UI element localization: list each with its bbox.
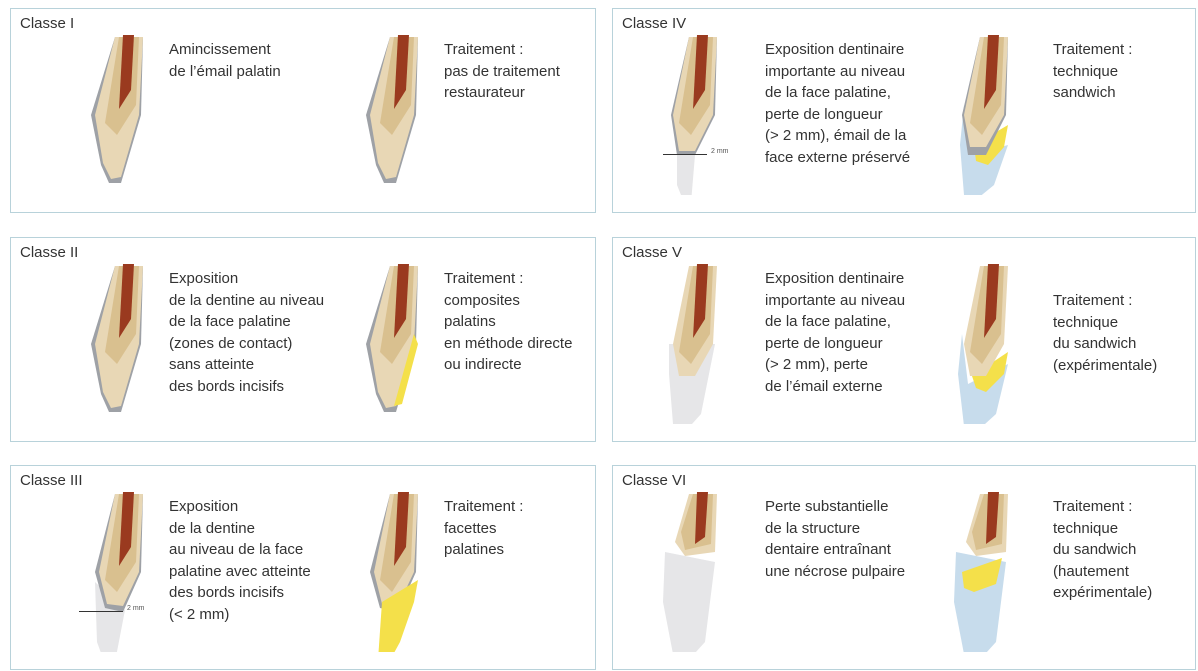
- tooth-diagram-sandwich-experimental: [946, 264, 1046, 424]
- description-line: Exposition dentinaire: [765, 268, 905, 290]
- description-line: de la face palatine,: [765, 311, 905, 333]
- description-line: de la face palatine: [169, 311, 324, 333]
- description-line: Exposition: [169, 268, 324, 290]
- panel-title: Classe II: [20, 244, 78, 261]
- panel-title: Classe IV: [622, 15, 686, 32]
- tooth-diagram-substantial-loss: [655, 492, 755, 652]
- scale-label: 2 mm: [711, 148, 729, 155]
- panel-classe-1: Classe I Amincissement de l’émail palati…: [10, 8, 596, 213]
- treatment-line: Traitement :: [1053, 290, 1157, 312]
- panel-title: Classe V: [622, 244, 682, 261]
- treatment-line: sandwich: [1053, 82, 1132, 104]
- panel-title: Classe III: [20, 472, 83, 489]
- treatment-line: Traitement :: [444, 39, 560, 61]
- description-line: importante au niveau: [765, 290, 905, 312]
- treatment-line: expérimentale): [1053, 582, 1152, 604]
- treatment-line: en méthode directe: [444, 333, 572, 355]
- tooth-diagram-dentin-exposure: [81, 264, 181, 424]
- treatment-line: technique: [1053, 518, 1152, 540]
- treatment-text: Traitement : technique du sandwich (expé…: [1053, 290, 1157, 376]
- lost-structure-shape: [663, 552, 715, 652]
- scale-bar: 2 mm: [79, 605, 179, 619]
- treatment-line: (hautement: [1053, 561, 1152, 583]
- treatment-text: Traitement : pas de traitement restaurat…: [444, 39, 560, 104]
- tooth-diagram-sandwich-highly-experimental: [946, 492, 1046, 652]
- description-line: (< 2 mm): [169, 604, 311, 626]
- treatment-line: facettes: [444, 518, 523, 540]
- description-line: importante au niveau: [765, 61, 910, 83]
- description-line: (> 2 mm), émail de la: [765, 125, 910, 147]
- panel-title: Classe VI: [622, 472, 686, 489]
- description-line: sans atteinte: [169, 354, 324, 376]
- panel-classe-2: Classe II Exposition de la dentine au ni…: [10, 237, 596, 442]
- description-text: Amincissement de l’émail palatin: [169, 39, 281, 82]
- description-line: Exposition: [169, 496, 311, 518]
- description-line: de la structure: [765, 518, 905, 540]
- scale-bar: 2 mm: [663, 148, 763, 162]
- description-line: de la dentine au niveau: [169, 290, 324, 312]
- treatment-line: Traitement :: [1053, 496, 1152, 518]
- treatment-line: ou indirecte: [444, 354, 572, 376]
- description-line: (> 2 mm), perte: [765, 354, 905, 376]
- treatment-text: Traitement : composites palatins en méth…: [444, 268, 572, 376]
- description-line: perte de longueur: [765, 333, 905, 355]
- description-line: perte de longueur: [765, 104, 910, 126]
- description-line: face externe préservé: [765, 147, 910, 169]
- description-line: (zones de contact): [169, 333, 324, 355]
- panel-classe-6: Classe VI Perte substantielle de la stru…: [612, 465, 1196, 670]
- treatment-line: restaurateur: [444, 82, 560, 104]
- description-text: Exposition dentinaire importante au nive…: [765, 39, 910, 168]
- description-text: Perte substantielle de la structure dent…: [765, 496, 905, 582]
- treatment-line: palatines: [444, 539, 523, 561]
- treatment-text: Traitement : facettes palatines: [444, 496, 523, 561]
- description-text: Exposition de la dentine au niveau de la…: [169, 496, 311, 625]
- description-line: au niveau de la face: [169, 539, 311, 561]
- description-line: de l’émail palatin: [169, 61, 281, 83]
- description-line: de l’émail externe: [765, 376, 905, 398]
- tooth-diagram-external-enamel-loss: [655, 264, 755, 424]
- scale-label: 2 mm: [127, 605, 145, 612]
- description-line: Amincissement: [169, 39, 281, 61]
- treatment-line: Traitement :: [1053, 39, 1132, 61]
- tooth-diagram-treated: [356, 35, 456, 195]
- description-line: Exposition dentinaire: [765, 39, 910, 61]
- panel-title: Classe I: [20, 15, 74, 32]
- treatment-line: (expérimentale): [1053, 355, 1157, 377]
- treatment-text: Traitement : technique du sandwich (haut…: [1053, 496, 1152, 604]
- treatment-line: du sandwich: [1053, 539, 1152, 561]
- treatment-line: Traitement :: [444, 268, 572, 290]
- treatment-line: technique: [1053, 312, 1157, 334]
- description-line: de la dentine: [169, 518, 311, 540]
- scale-line: [663, 154, 707, 155]
- description-line: des bords incisifs: [169, 582, 311, 604]
- panel-classe-3: Classe III 2 mm Exposition de la dentine…: [10, 465, 596, 670]
- treatment-line: du sandwich: [1053, 333, 1157, 355]
- tooth-diagram-palatal-veneer: [356, 492, 456, 652]
- treatment-line: technique: [1053, 61, 1132, 83]
- description-line: Perte substantielle: [765, 496, 905, 518]
- description-line: une nécrose pulpaire: [765, 561, 905, 583]
- description-line: de la face palatine,: [765, 82, 910, 104]
- treatment-line: composites: [444, 290, 572, 312]
- tooth-diagram-incisal-exposure: [81, 492, 181, 652]
- tooth-diagram-sandwich: [946, 35, 1046, 195]
- description-line: dentaire entraînant: [765, 539, 905, 561]
- scale-line: [79, 611, 123, 612]
- description-text: Exposition de la dentine au niveau de la…: [169, 268, 324, 397]
- description-line: palatine avec atteinte: [169, 561, 311, 583]
- tooth-diagram-length-loss: [655, 35, 755, 195]
- treatment-line: Traitement :: [444, 496, 523, 518]
- tooth-diagram-palatal-composite: [356, 264, 456, 424]
- treatment-line: palatins: [444, 311, 572, 333]
- panel-classe-4: Classe IV 2 mm Exposition dentinaire imp…: [612, 8, 1196, 213]
- treatment-line: pas de traitement: [444, 61, 560, 83]
- description-text: Exposition dentinaire importante au nive…: [765, 268, 905, 397]
- description-line: des bords incisifs: [169, 376, 324, 398]
- panel-classe-5: Classe V Exposition dentinaire important…: [612, 237, 1196, 442]
- treatment-text: Traitement : technique sandwich: [1053, 39, 1132, 104]
- tooth-diagram-worn-enamel: [81, 35, 181, 195]
